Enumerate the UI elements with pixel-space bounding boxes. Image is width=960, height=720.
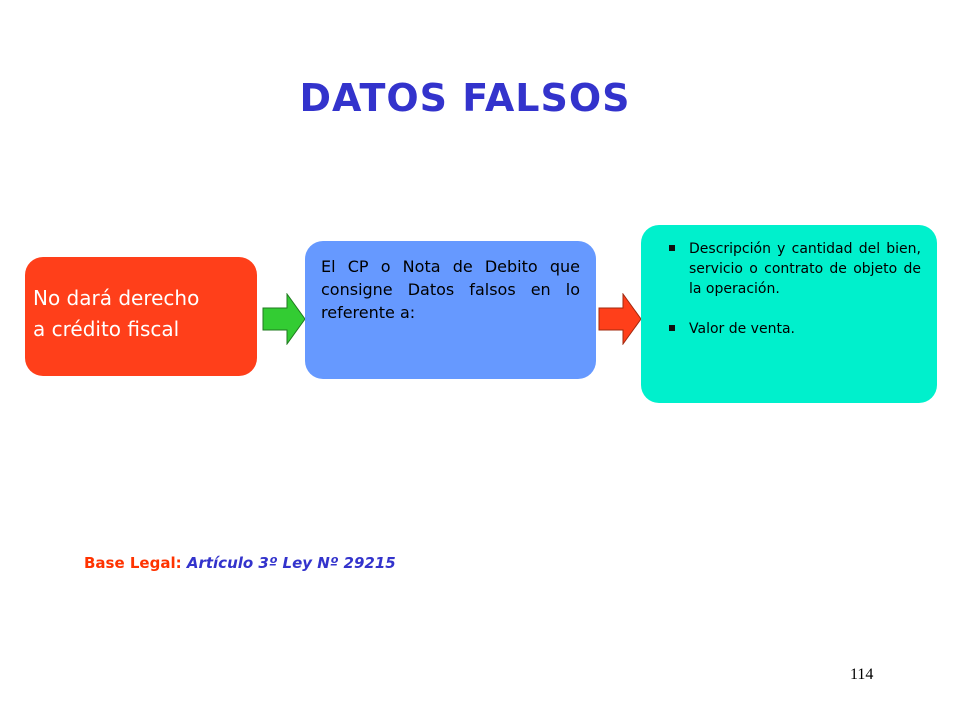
detail-item-description-text: Descripción y cantidad del bien, servici… <box>689 241 921 297</box>
details-list: Descripción y cantidad del bien, servici… <box>669 239 921 339</box>
page-number: 114 <box>850 666 874 683</box>
detail-item-sale-value-text: Valor de venta. <box>689 321 795 337</box>
slide-title: DATOS FALSOS <box>299 76 631 120</box>
red-arrow-icon <box>598 293 642 345</box>
no-credit-line-1: No dará derecho <box>33 286 200 310</box>
false-data-box: El CP o Nota de Debito que consigne Dato… <box>305 241 596 379</box>
legal-basis-label: Base Legal: <box>84 554 182 572</box>
legal-basis-value: Artículo 3º Ley Nº 29215 <box>186 554 396 572</box>
detail-item-description: Descripción y cantidad del bien, servici… <box>669 239 921 299</box>
square-bullet-icon <box>669 245 675 251</box>
no-credit-line-2: a crédito fiscal <box>33 317 180 341</box>
details-box: Descripción y cantidad del bien, servici… <box>641 225 937 403</box>
false-data-text: El CP o Nota de Debito que consigne Dato… <box>321 257 580 322</box>
green-arrow-icon <box>262 293 306 345</box>
legal-basis: Base Legal: Artículo 3º Ley Nº 29215 <box>84 554 396 572</box>
no-credit-box: No dará derecho a crédito fiscal <box>25 257 257 376</box>
detail-item-sale-value: Valor de venta. <box>669 319 921 339</box>
square-bullet-icon <box>669 325 675 331</box>
